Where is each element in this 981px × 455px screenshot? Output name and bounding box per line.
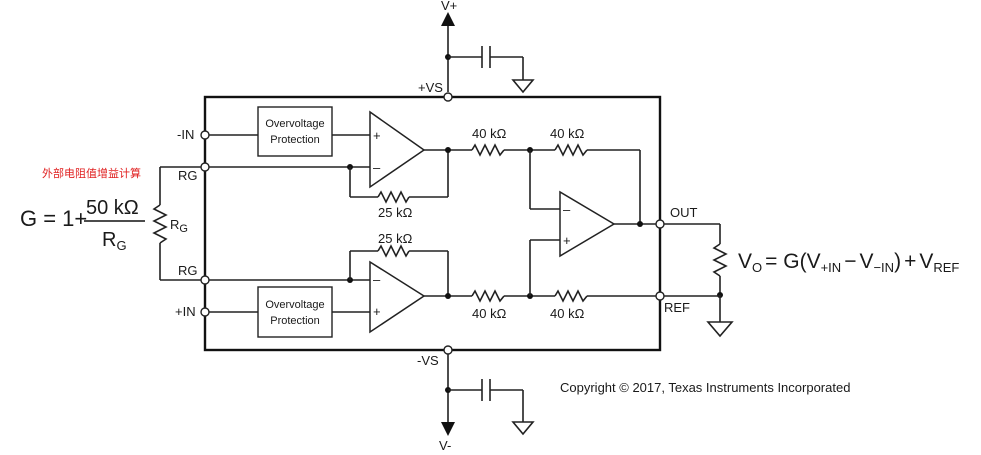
ref-ground-symbol (706, 321, 734, 338)
output-formula: VO= G(V+IN−V−IN)+VREF (738, 250, 959, 275)
opamp-input-bottom (369, 260, 426, 334)
ovp-top-line2: Protection (270, 134, 320, 146)
pin-label-out: OUT (670, 205, 698, 220)
pin-label-inn: -IN (177, 127, 194, 142)
pin-label-rg-bottom: RG (178, 263, 198, 278)
vplus-label: V+ (441, 0, 457, 13)
opamp-diff-plus: + (563, 233, 571, 248)
vminus-arrow (441, 422, 455, 436)
vminus-ground-symbol (511, 421, 535, 436)
opamp-bottom-minus: – (373, 272, 381, 287)
overvoltage-block-top (257, 106, 333, 157)
neg-supply-pin (443, 345, 453, 355)
pin-label-ref: REF (664, 300, 690, 315)
pos-supply-pin-label: +VS (418, 80, 443, 95)
vplus-ground-symbol (511, 79, 535, 94)
resistor-top-40k-input (471, 143, 505, 157)
pin-inp (200, 307, 210, 317)
gain-formula-numerator: 50 kΩ (86, 197, 139, 219)
vplus-bypass-capacitor (481, 46, 491, 68)
pin-label-inp: +IN (175, 304, 196, 319)
opamp-input-top (369, 110, 426, 189)
gain-formula-lhs: G = 1+ (20, 206, 87, 231)
label-40k-bottom-input: 40 kΩ (472, 306, 507, 321)
pin-label-rg-top: RG (178, 168, 198, 183)
resistor-bottom-40k-ref (554, 289, 588, 303)
label-25k-bottom: 25 kΩ (378, 231, 413, 246)
opamp-diff-minus: – (563, 202, 571, 217)
overvoltage-block-bottom (257, 286, 333, 338)
label-40k-top-feedback: 40 kΩ (550, 126, 585, 141)
gain-formula-denominator: RG (102, 229, 127, 253)
pin-rg-bottom (200, 275, 210, 285)
neg-supply-pin-label: -VS (417, 353, 439, 368)
ovp-bottom-line2: Protection (270, 315, 320, 327)
resistor-feedback-top-25k (377, 190, 410, 204)
ovp-top-line1: Overvoltage (265, 118, 324, 130)
opamp-bottom-plus: + (373, 304, 381, 319)
ovp-bottom-line1: Overvoltage (265, 299, 324, 311)
label-25k-top: 25 kΩ (378, 205, 413, 220)
load-resistor (712, 243, 728, 277)
resistor-bottom-40k-input (471, 289, 505, 303)
pin-ref (655, 291, 665, 301)
resistor-rg-external (152, 204, 168, 244)
label-40k-top-input: 40 kΩ (472, 126, 507, 141)
resistor-top-40k-feedback (554, 143, 588, 157)
rg-label-main: RG (170, 217, 188, 235)
resistor-feedback-bottom-25k (377, 244, 410, 258)
pos-supply-pin (443, 92, 453, 102)
opamp-top-plus: + (373, 128, 381, 143)
pin-inn (200, 130, 210, 140)
label-40k-bottom-ref: 40 kΩ (550, 306, 585, 321)
pin-rg-top (200, 162, 210, 172)
vminus-bypass-capacitor (481, 379, 491, 401)
vminus-label: V- (439, 438, 451, 453)
copyright-notice: Copyright © 2017, Texas Instruments Inco… (560, 380, 850, 395)
opamp-top-minus: – (373, 160, 381, 175)
opamp-difference (559, 190, 616, 258)
gain-annotation: 外部电阻值增益计算 (42, 166, 141, 180)
vplus-arrow (441, 12, 455, 26)
pin-out (655, 219, 665, 229)
